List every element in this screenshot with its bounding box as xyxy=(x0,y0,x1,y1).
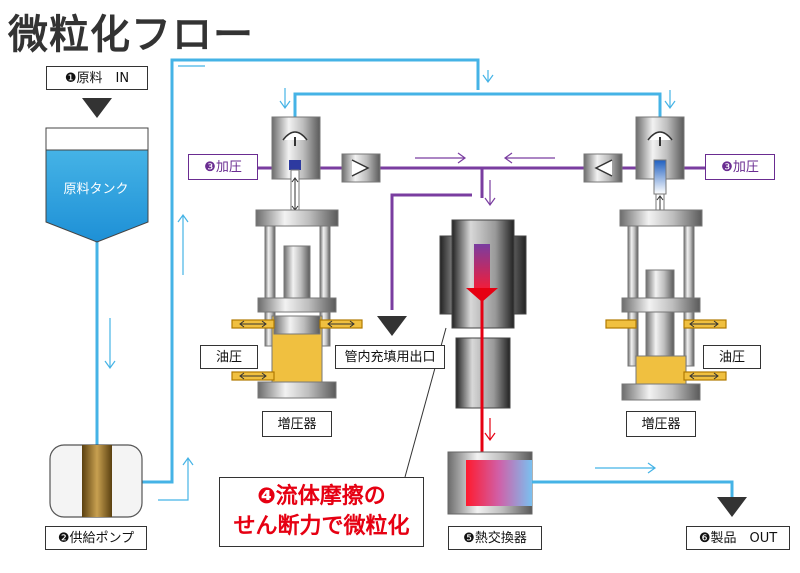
callout-line-1: ❹流体摩擦の xyxy=(257,484,386,509)
feed-arrows xyxy=(104,65,676,501)
pressure-right-label: ❸加圧 xyxy=(705,154,775,180)
hydraulic-right-label: 油圧 xyxy=(703,345,761,369)
raw-material-tank xyxy=(45,127,149,243)
feed-lines xyxy=(95,58,662,484)
tank-label: 原料タンク xyxy=(63,182,129,197)
pipe-outlet-label: 管内充填用出口 xyxy=(335,345,445,369)
hydraulic-left-label: 油圧 xyxy=(200,345,258,369)
pressure-left-label: ❸加圧 xyxy=(188,154,258,180)
micronization-callout: ❹流体摩擦の せん断力で微粒化 xyxy=(219,477,424,547)
pump-label: ❷供給ポンプ xyxy=(45,526,147,550)
check-valve-right xyxy=(583,153,623,183)
supply-pump xyxy=(49,444,143,518)
right-intensifier xyxy=(605,116,727,401)
pipe-outlet-triangle xyxy=(377,316,407,336)
heat-exchanger xyxy=(447,451,533,515)
pressure-arrows xyxy=(415,152,555,207)
pump-to-header-line xyxy=(140,58,480,484)
outlet-triangle xyxy=(717,497,747,517)
header-line xyxy=(293,92,662,118)
raw-in-label: ❶原料 IN xyxy=(46,66,148,90)
heat-exchanger-label: ❺熱交換器 xyxy=(448,526,542,550)
check-valve-left xyxy=(341,153,381,183)
outlet-line xyxy=(532,480,734,498)
callout-line-2: せん断力で微粒化 xyxy=(233,514,410,539)
intensifier-left-label: 増圧器 xyxy=(262,411,332,437)
inlet-triangle xyxy=(82,98,112,118)
product-out-label: ❻製品 OUT xyxy=(686,526,790,550)
intensifier-right-label: 増圧器 xyxy=(626,411,696,437)
page-title: 微粒化フロー xyxy=(8,12,254,58)
left-intensifier xyxy=(231,116,363,399)
pipe-outlet-line xyxy=(390,193,472,310)
